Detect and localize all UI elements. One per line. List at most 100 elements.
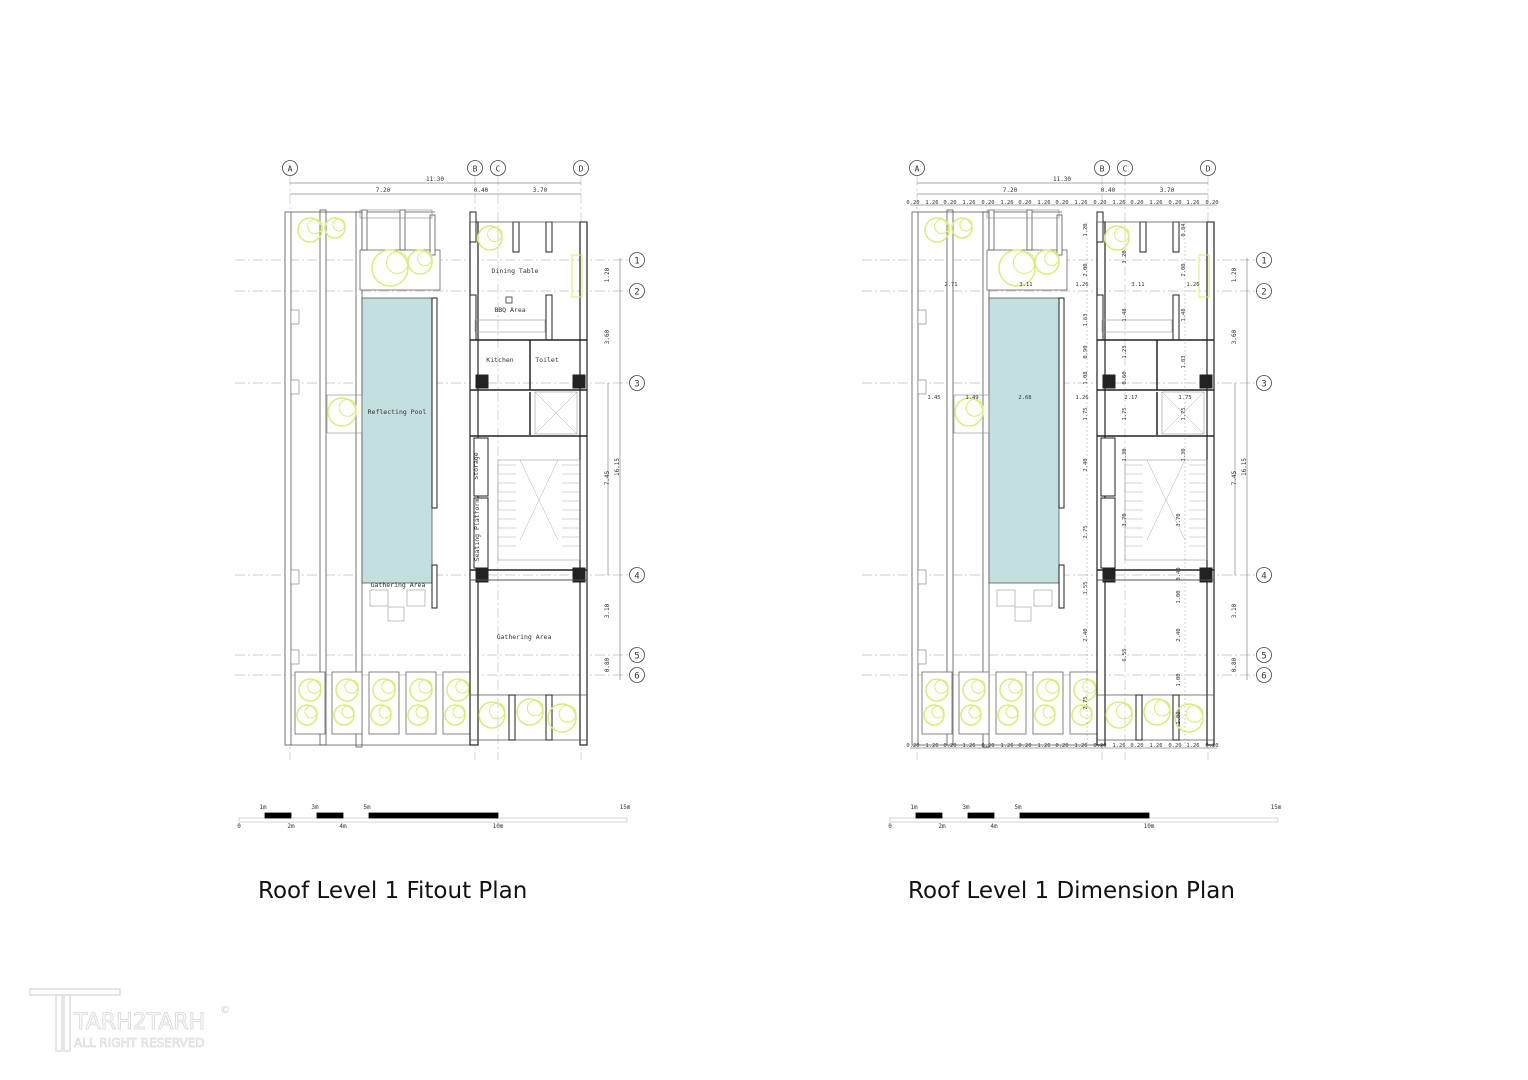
wall xyxy=(284,211,292,746)
scale-label-bottom: 4m xyxy=(990,823,998,830)
planting-icon xyxy=(341,705,355,719)
scale-label-top: 3m xyxy=(311,804,319,811)
scale-label-bottom: 10m xyxy=(1144,823,1155,830)
grid-bubble-column xyxy=(490,160,506,176)
room-label: Storage xyxy=(472,452,480,479)
grid-bubble-column xyxy=(573,160,589,176)
grid-label-column: D xyxy=(1206,165,1211,174)
module-dimension-top: 1.26 xyxy=(962,200,975,206)
dimension-row: 16.15 xyxy=(614,458,621,476)
interior-dimension: 1.55 xyxy=(1083,581,1089,594)
wall xyxy=(469,211,477,243)
scale-bar-segment xyxy=(915,812,943,819)
interior-dimension: 1.45 xyxy=(927,395,940,401)
scale-label-bottom: 10m xyxy=(493,823,504,830)
pier xyxy=(1026,209,1033,251)
planting-icon xyxy=(1082,679,1097,694)
planting-icon xyxy=(372,678,396,702)
interior-dimension: 1.30 xyxy=(1181,448,1187,461)
interior-dimension: 1.08 xyxy=(1083,371,1089,384)
bench xyxy=(290,569,300,585)
scale-label-top: 1m xyxy=(259,804,267,811)
wall xyxy=(508,694,516,741)
bbq-counter xyxy=(474,319,546,333)
module-dimension-bottom: 1.26 xyxy=(962,743,975,749)
grid-bubble-row xyxy=(1256,667,1272,683)
grid-bubble-column xyxy=(282,160,298,176)
watermark-logo: TARH2TARH ALL RIGHT RESERVED © xyxy=(28,985,238,1055)
planter xyxy=(405,671,437,735)
interior-dimension: 1.26 xyxy=(1186,282,1199,288)
dimension-ab: 7.20 xyxy=(1003,187,1018,194)
wall xyxy=(355,211,363,748)
grid-bubble-row xyxy=(629,252,645,268)
planting-icon xyxy=(407,249,433,275)
planting-icon xyxy=(307,679,322,694)
planting-icon xyxy=(371,249,409,287)
planting-icon xyxy=(1071,704,1093,726)
scale-bar-segment xyxy=(316,812,344,819)
planting-icon xyxy=(1114,226,1130,243)
line xyxy=(1146,459,1186,541)
module-dimension-top: 0.20 xyxy=(1093,200,1106,206)
module-dimension-bottom: 0.20 xyxy=(1205,743,1218,749)
svg-text:ALL RIGHT RESERVED: ALL RIGHT RESERVED xyxy=(74,1036,205,1050)
interior-dimension: 1.48 xyxy=(1181,308,1187,321)
scale-label-top: 15m xyxy=(1271,804,1282,811)
planting-icon xyxy=(999,678,1023,702)
pier xyxy=(1056,214,1063,256)
scale-label-bottom: 2m xyxy=(938,823,946,830)
module-dimension-top: 1.26 xyxy=(1186,200,1199,206)
module-dimension-bottom: 1.26 xyxy=(1112,743,1125,749)
pier xyxy=(399,209,406,251)
module-dimension-top: 0.20 xyxy=(943,200,956,206)
dimension-row: 1.20 xyxy=(1231,267,1238,282)
scale-bar-track xyxy=(238,817,628,823)
interior-dimension: 1.26 xyxy=(1075,282,1088,288)
planting-icon xyxy=(962,678,986,702)
bench xyxy=(290,309,300,325)
planting-icon xyxy=(417,250,433,267)
module-dimension-bottom: 0.20 xyxy=(1093,743,1106,749)
grid-bubble-column xyxy=(1094,160,1110,176)
planter xyxy=(953,394,990,434)
interior-dimension: 1.83 xyxy=(1181,355,1187,368)
storage xyxy=(473,437,489,497)
svg-text:TARH2TARH: TARH2TARH xyxy=(73,1010,205,1035)
planting-icon xyxy=(297,217,323,243)
scale-bar-segment xyxy=(264,812,292,819)
line xyxy=(534,391,578,435)
wall xyxy=(1206,221,1215,746)
grid-bubble-column xyxy=(1200,160,1216,176)
scale-bar-track xyxy=(889,817,1279,823)
dimension-cd: 3.70 xyxy=(533,187,548,194)
interior-dimension: 1.00 xyxy=(1176,711,1182,724)
wall xyxy=(911,211,919,746)
interior-dimension: 1.26 xyxy=(1075,395,1088,401)
storage xyxy=(1100,437,1116,497)
planting-icon xyxy=(1105,701,1133,729)
grid-bubble-row xyxy=(629,375,645,391)
planting-icon xyxy=(971,679,986,694)
module-dimension-bottom: 1.26 xyxy=(1000,743,1013,749)
column xyxy=(1199,374,1213,389)
planting-icon xyxy=(444,704,466,726)
dimension-row: 7.45 xyxy=(1231,470,1238,485)
planting-icon xyxy=(1008,679,1023,694)
dimension-row: 16.15 xyxy=(1241,458,1248,476)
pier xyxy=(988,209,995,251)
scale-label-bottom: 2m xyxy=(287,823,295,830)
dimension-cd: 3.70 xyxy=(1160,187,1175,194)
room-label: Reflecting Pool xyxy=(368,408,427,416)
module-dimension-top: 1.26 xyxy=(1112,200,1125,206)
interior-dimension: 1.30 xyxy=(1122,448,1128,461)
scale-bar-segment xyxy=(967,812,995,819)
wall xyxy=(946,209,954,746)
grid-label-row: 1 xyxy=(634,257,639,267)
interior-dimension: 2.17 xyxy=(1124,395,1137,401)
bench xyxy=(917,309,927,325)
planting-icon xyxy=(407,704,429,726)
planting-icon xyxy=(370,704,392,726)
shaft xyxy=(1161,391,1205,435)
